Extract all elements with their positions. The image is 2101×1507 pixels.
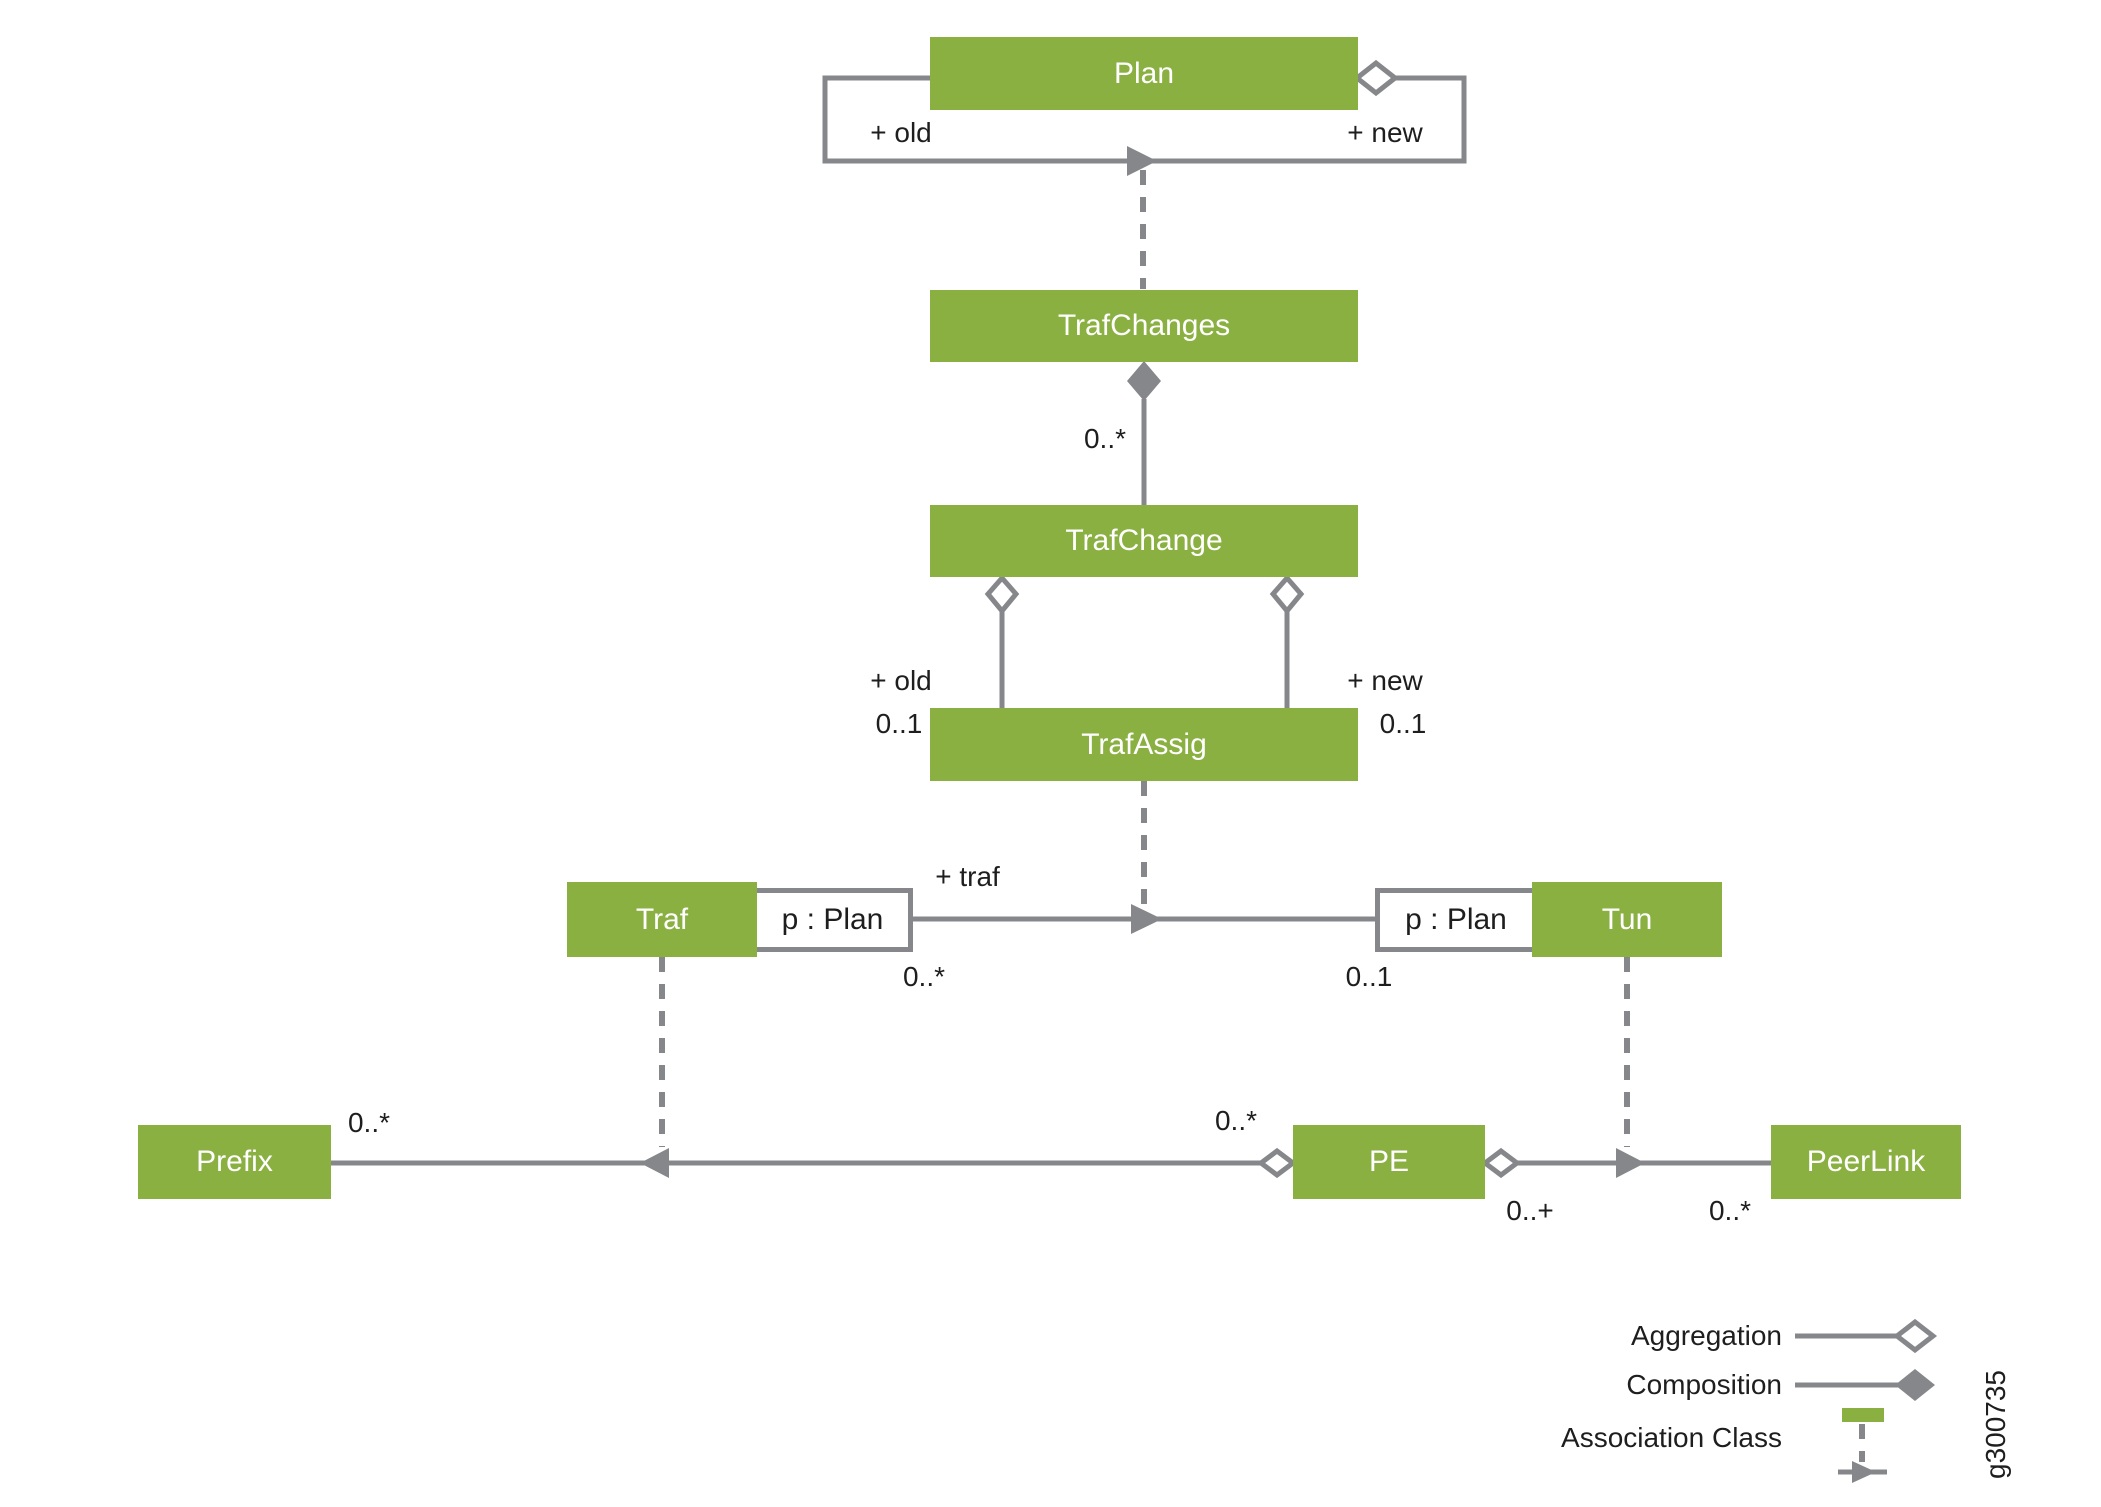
aggregation-diamond-trafchange-old [984,574,1020,615]
aggregation-diamond-trafchange-new [1269,574,1305,615]
class-box-tun: Tun [1532,882,1722,957]
class-box-trafchanges: TrafChanges [930,290,1358,362]
class-box-traf: Traf [567,882,757,957]
legend-label-aggregation: Aggregation [1630,1320,1782,1351]
attribute-box-traf-plan: p : Plan [752,888,913,952]
legend-association-class-bar-icon [1842,1408,1884,1422]
multiplicity-pe-peerlink: 0..+ [1506,1195,1554,1226]
legend-composition-diamond-icon [1895,1369,1935,1401]
role-label-assig-old: + old [870,665,932,696]
legend-association-class-arrow-icon [1852,1461,1876,1483]
figure-id: g300735 [1980,1370,2011,1480]
attribute-box-tun-plan: p : Plan [1375,888,1537,952]
aggregation-diamond-pe-right [1480,1147,1522,1179]
association-class-arrow-trafassig [1131,904,1162,934]
multiplicity-assig-new: 0..1 [1379,708,1427,739]
class-box-peerlink: PeerLink [1771,1125,1961,1199]
class-box-trafchange: TrafChange [930,505,1358,577]
class-box-pe: PE [1293,1125,1485,1199]
aggregation-diamond-plan [1352,59,1400,97]
multiplicity-tun: 0..1 [1345,961,1393,992]
legend-aggregation-diamond-icon [1892,1318,1938,1354]
role-label-traf: + traf [935,861,1000,892]
class-box-trafassig: TrafAssig [930,708,1358,781]
class-box-prefix: Prefix [138,1125,331,1199]
multiplicity-pe-prefix: 0..* [1214,1105,1258,1136]
role-label-plan-new: + new [1347,117,1423,148]
legend-label-composition: Composition [1626,1369,1782,1400]
multiplicity-assig-old: 0..1 [875,708,923,739]
multiplicity-peerlink: 0..* [1708,1195,1752,1226]
association-class-arrow-tun [1616,1148,1645,1178]
role-label-plan-old: + old [870,117,932,148]
composition-diamond-trafchanges [1127,361,1161,401]
legend-label-association-class: Association Class [1561,1422,1782,1453]
multiplicity-trafchange: 0..* [1083,423,1126,454]
association-class-arrow-traf [640,1148,669,1178]
class-box-plan: Plan [930,37,1358,110]
association-class-arrow-plan [1127,146,1157,176]
multiplicity-traf: 0..* [902,961,946,992]
role-label-assig-new: + new [1347,665,1423,696]
multiplicity-prefix: 0..* [347,1107,391,1138]
aggregation-diamond-pe-left [1256,1147,1298,1179]
